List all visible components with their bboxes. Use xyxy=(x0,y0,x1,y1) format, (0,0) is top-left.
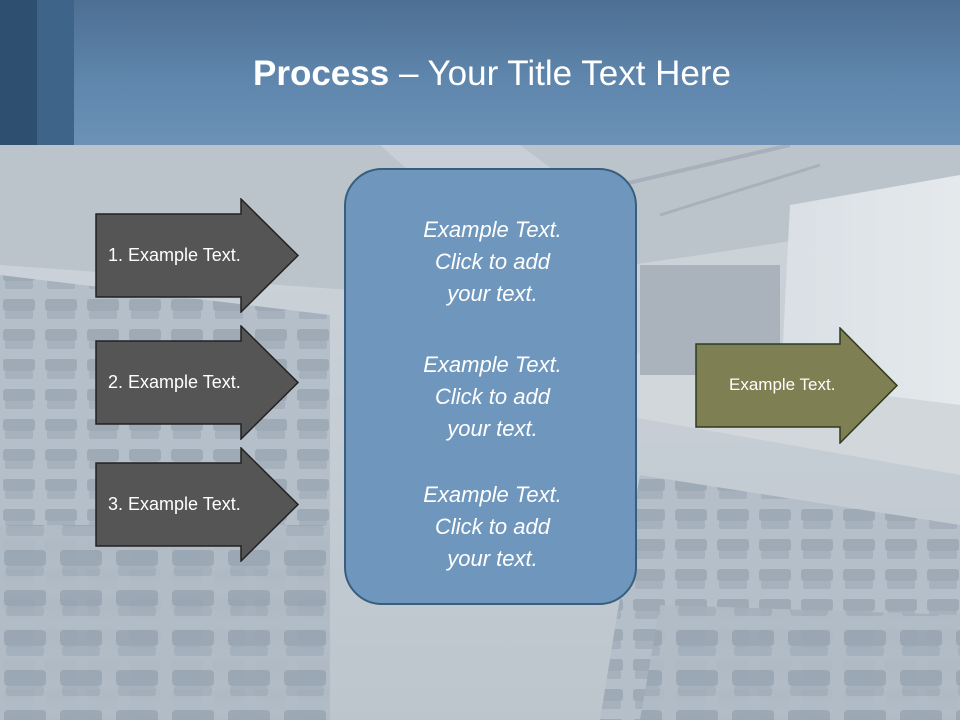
process-arrow-label: 2. Example Text. xyxy=(108,372,241,392)
banner-accent-stripe xyxy=(0,0,74,145)
result-arrow[interactable]: Example Text. xyxy=(695,327,900,444)
arrow-shape xyxy=(95,198,300,313)
block-line: Example Text. xyxy=(423,352,562,377)
process-arrow-label: 3. Example Text. xyxy=(108,494,241,514)
slide-title-bold: Process xyxy=(253,54,390,93)
center-text-block-1: Example Text. Click to add your text. xyxy=(346,214,639,310)
block-line: your text. xyxy=(447,281,538,306)
arrow-shape xyxy=(95,447,300,562)
block-line: Click to add xyxy=(435,514,550,539)
slide-title[interactable]: Process – Your Title Text Here xyxy=(0,52,960,96)
process-arrow-1[interactable]: 1. Example Text. xyxy=(95,198,300,313)
center-text-block-2: Example Text. Click to add your text. xyxy=(346,349,639,445)
process-arrow-2[interactable]: 2. Example Text. xyxy=(95,325,300,440)
block-line: Example Text. xyxy=(423,482,562,507)
block-line: your text. xyxy=(447,416,538,441)
process-arrow-3[interactable]: 3. Example Text. xyxy=(95,447,300,562)
block-line: your text. xyxy=(447,546,538,571)
title-banner: Process – Your Title Text Here xyxy=(0,0,960,145)
result-arrow-label: Example Text. xyxy=(729,375,836,394)
block-line: Example Text. xyxy=(423,217,562,242)
block-line: Click to add xyxy=(435,384,550,409)
slide-title-rest: – Your Title Text Here xyxy=(389,54,731,93)
process-arrow-label: 1. Example Text. xyxy=(108,245,241,265)
center-text-block-3: Example Text. Click to add your text. xyxy=(346,479,639,575)
center-content-box[interactable]: Example Text. Click to add your text. Ex… xyxy=(344,168,637,605)
block-line: Click to add xyxy=(435,249,550,274)
arrow-shape xyxy=(695,327,899,444)
arrow-shape xyxy=(95,325,300,440)
